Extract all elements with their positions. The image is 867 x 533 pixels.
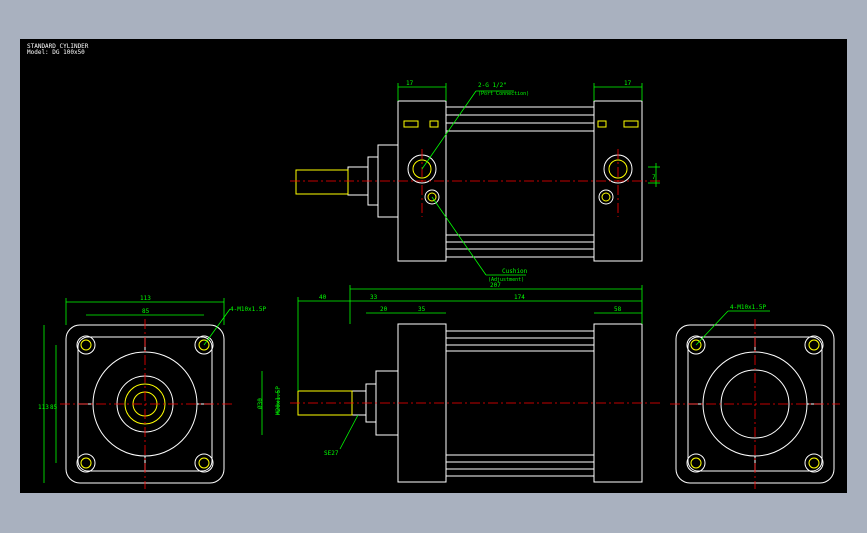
drawing-model: Model: DG 100x50 — [27, 49, 85, 56]
side-dim-thread: M20x1.5P — [275, 386, 282, 415]
front-thread-label: 4-M10x1.5P — [230, 306, 267, 313]
front-dim-height: 113 — [38, 404, 49, 411]
front-dim-width: 113 — [140, 295, 151, 302]
side-dim-33: 33 — [370, 294, 378, 301]
cad-drawing-canvas: STANDARD CYLINDER Model: DG 100x50 — [20, 39, 847, 493]
port-label: 2-G 1/2" — [478, 82, 507, 89]
side-view: 207 40 33 174 20 35 58 Ø30 M20x1.5P SE27 — [257, 282, 660, 483]
side-dim-35: 35 — [418, 306, 426, 313]
drawing-title: STANDARD CYLINDER — [27, 43, 89, 50]
front-dim-height-inner: 85 — [50, 404, 58, 411]
top-view: 17 17 2-G 1/2" (Port Connection) Cushion… — [290, 80, 660, 283]
side-dim-20: 20 — [380, 306, 388, 313]
top-dim-side: 7 — [652, 174, 656, 181]
port-sublabel: (Port Connection) — [478, 91, 529, 97]
front-dim-inner: 85 — [142, 308, 150, 315]
side-dim-58: 58 — [614, 306, 622, 313]
cushion-label: Cushion — [502, 268, 528, 275]
side-dim-rod: 40 — [319, 294, 327, 301]
top-dim-right: 17 — [624, 80, 632, 87]
cad-drawing: STANDARD CYLINDER Model: DG 100x50 — [27, 43, 840, 489]
cushion-sublabel: (Adjustment) — [488, 277, 524, 283]
top-dim-left: 17 — [406, 80, 414, 87]
side-dim-bore: Ø30 — [257, 398, 264, 409]
side-dim-total: 207 — [490, 282, 501, 289]
side-dim-flat: SE27 — [324, 450, 339, 457]
side-dim-174: 174 — [514, 294, 525, 301]
rear-thread-label: 4-M10x1.5P — [730, 304, 767, 311]
rear-view: 4-M10x1.5P — [670, 304, 840, 489]
front-view: 113 85 113 85 4-M10x1.5P — [38, 295, 267, 489]
